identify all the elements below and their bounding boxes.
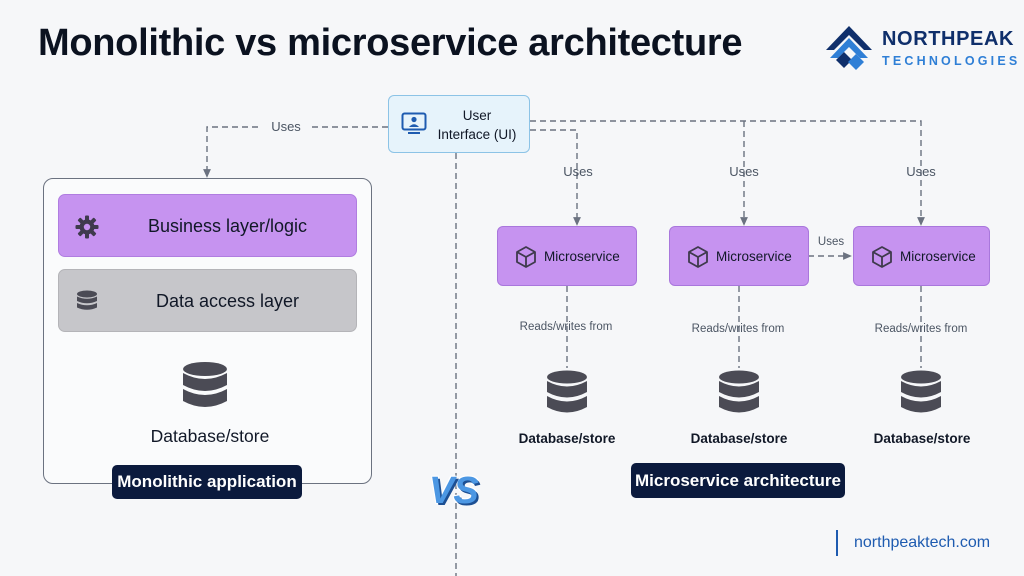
- website-link[interactable]: northpeaktech.com: [854, 534, 991, 551]
- ms1-database-label: Database/store: [518, 431, 616, 446]
- edge-ui-to-ms1: [530, 129, 581, 226]
- logo-name: NORTHPEAK: [882, 28, 1015, 50]
- microservice-node: Microservice: [669, 226, 809, 286]
- edge-label-uses-ms3: Uses: [906, 164, 936, 179]
- microservice-node: Microservice: [497, 226, 637, 286]
- microservice-label: Microservice: [544, 249, 620, 264]
- data-access-layer: Data access layer: [58, 269, 357, 332]
- monitor-user-icon: [401, 112, 427, 134]
- monolith-database-label: Database/store: [150, 426, 270, 446]
- ms3-database-label: Database/store: [873, 431, 971, 446]
- edge-label-reads-ms3: Reads/writes from: [874, 323, 968, 335]
- edge-label-uses-monolith: Uses: [262, 119, 310, 134]
- microservice-label: Microservice: [716, 249, 792, 264]
- database-icon: [719, 370, 759, 413]
- database-icon: [901, 370, 941, 413]
- edge-label-reads-ms2: Reads/writes from: [691, 323, 785, 335]
- edge-label-uses-ms2: Uses: [729, 164, 759, 179]
- business-layer-label: Business layer/logic: [147, 216, 308, 236]
- gear-icon: [75, 215, 99, 239]
- edge-label-uses-ms1: Uses: [563, 164, 593, 179]
- user-interface-node: User Interface (UI): [388, 95, 530, 153]
- edge-label-uses-ms2-ms3: Uses: [817, 236, 845, 248]
- logo-subtitle: TECHNOLOGIES: [882, 54, 1021, 68]
- database-icon: [183, 362, 227, 407]
- edge-ui-to-monolith: [203, 126, 388, 178]
- cube-icon: [688, 246, 708, 268]
- database-icon: [547, 370, 587, 413]
- mountain-logo-icon: [826, 26, 872, 70]
- database-icon: [77, 290, 97, 310]
- microservice-node: Microservice: [853, 226, 990, 286]
- cube-icon: [872, 246, 892, 268]
- vs-badge: VS: [429, 470, 479, 512]
- cube-icon: [516, 246, 536, 268]
- data-access-layer-label: Data access layer: [155, 291, 300, 311]
- company-logo: NORTHPEAK TECHNOLOGIES: [824, 24, 1017, 74]
- user-interface-label: User Interface (UI): [437, 108, 517, 142]
- monolithic-application-tag: Monolithic application: [112, 465, 302, 499]
- microservice-label: Microservice: [900, 249, 976, 264]
- page-title: Monolithic vs microservice architecture: [38, 22, 743, 64]
- edge-ui-to-ms3: [530, 120, 925, 226]
- ms2-database-label: Database/store: [690, 431, 788, 446]
- edge-label-reads-ms1: Reads/writes from: [519, 321, 613, 333]
- footer-divider: [836, 530, 838, 556]
- business-layer: Business layer/logic: [58, 194, 357, 257]
- microservice-architecture-tag: Microservice architecture: [631, 463, 845, 498]
